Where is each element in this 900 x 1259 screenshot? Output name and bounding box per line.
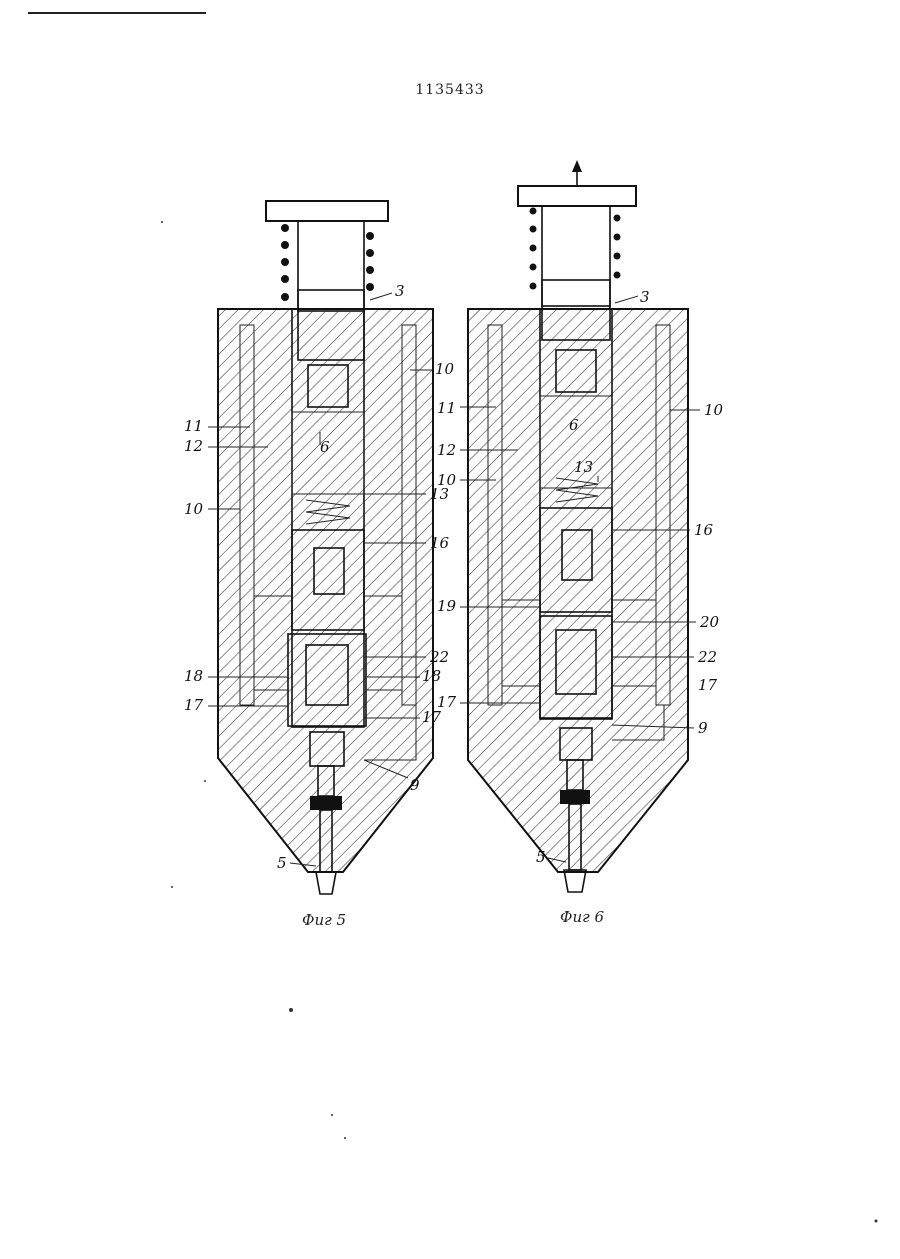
nozzle-seat — [560, 790, 590, 804]
top-plate — [266, 201, 388, 221]
label-5: 5 — [277, 854, 287, 872]
nozzle-tip — [564, 870, 586, 892]
figure-6: 3 10 11 12 6 10 13 16 19 20 22 17 17 9 5… — [437, 160, 724, 926]
label-3: 3 — [640, 288, 650, 306]
label-18-right: 18 — [422, 667, 441, 685]
label-12: 12 — [184, 437, 203, 455]
label-10: 10 — [435, 360, 455, 378]
label-10-left: 10 — [184, 500, 204, 518]
label-6: 6 — [320, 438, 330, 456]
label-17-left: 17 — [437, 693, 457, 711]
label-13: 13 — [574, 458, 593, 476]
housing — [468, 309, 688, 872]
label-16: 16 — [694, 521, 714, 539]
label-12: 12 — [437, 441, 456, 459]
caption-fig-5: Фиг 5 — [302, 911, 346, 929]
figure-5: 3 10 11 12 6 13 10 16 22 18 18 17 17 9 5… — [184, 201, 455, 929]
housing — [218, 309, 433, 872]
label-19: 19 — [437, 597, 457, 615]
arrow-up-icon — [572, 160, 582, 172]
label-20: 20 — [699, 613, 720, 631]
label-17-left: 17 — [184, 696, 204, 714]
label-16: 16 — [430, 534, 450, 552]
spring-coils — [530, 208, 621, 290]
nozzle-tip — [316, 872, 336, 894]
label-22: 22 — [429, 648, 449, 666]
caption-fig-6: Фиг 6 — [560, 908, 604, 926]
stem — [542, 206, 610, 306]
label-10: 10 — [704, 401, 724, 419]
stem — [298, 221, 364, 311]
label-11: 11 — [184, 417, 203, 435]
label-5: 5 — [536, 848, 546, 866]
label-10-left: 10 — [437, 471, 457, 489]
label-11: 11 — [437, 399, 456, 417]
label-17-right: 17 — [698, 676, 718, 694]
label-9: 9 — [698, 719, 708, 737]
label-3: 3 — [395, 282, 405, 300]
nozzle-seat — [310, 796, 342, 810]
label-22: 22 — [697, 648, 717, 666]
label-6: 6 — [569, 416, 579, 434]
label-9: 9 — [410, 776, 420, 794]
top-plate — [518, 186, 636, 206]
label-18-left: 18 — [184, 667, 203, 685]
